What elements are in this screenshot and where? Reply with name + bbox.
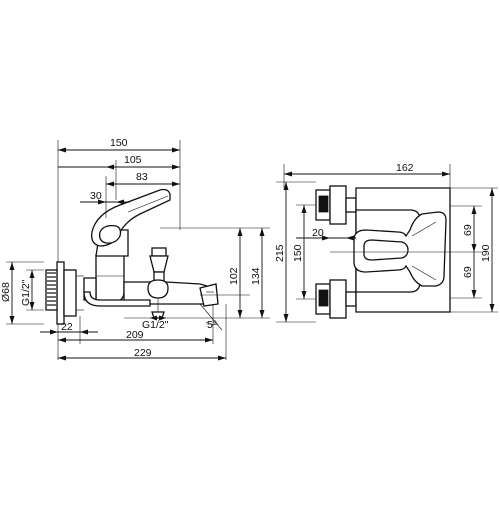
top-dimension-lines: [276, 164, 498, 323]
dim-68-label: Ø68: [0, 282, 12, 302]
dim-30-label: 30: [90, 190, 102, 202]
side-view: 150 105 83 30 102 134 Ø68 G1/2" 22 209 G…: [0, 137, 270, 361]
dim-69-top-label: 69: [462, 224, 474, 236]
top-view: 162 20 215 150 69 69 190: [274, 162, 498, 323]
dim-83-label: 83: [136, 171, 148, 183]
dim-105-label: 105: [124, 154, 142, 166]
upper-connector: [315, 185, 357, 225]
top-lever: [353, 211, 447, 287]
wall-flange: [56, 261, 84, 325]
lever-handle: [91, 188, 171, 247]
dim-g12-left-label: G1/2": [20, 279, 32, 306]
dim-229-label: 229: [134, 347, 152, 359]
dim-22-label: 22: [61, 321, 73, 333]
dim-134-label: 134: [250, 267, 262, 285]
dim-102-label: 102: [228, 267, 240, 285]
diverter-knob: [147, 247, 169, 319]
dim-5deg-label: 5°: [207, 319, 217, 331]
dim-g12-bottom-label: G1/2": [142, 319, 169, 331]
wall-thread: [45, 269, 58, 311]
dim-209-label: 209: [126, 329, 144, 341]
dim-162-label: 162: [396, 162, 414, 174]
dim-150-top-label: 150: [292, 244, 304, 262]
dim-215-label: 215: [274, 244, 286, 262]
dim-20-label: 20: [312, 227, 324, 239]
dim-69-bottom-label: 69: [462, 266, 474, 278]
dim-190-label: 190: [480, 244, 492, 262]
lower-connector: [315, 279, 357, 319]
dim-150-label: 150: [110, 137, 128, 149]
side-dimension-lines: [6, 140, 270, 361]
